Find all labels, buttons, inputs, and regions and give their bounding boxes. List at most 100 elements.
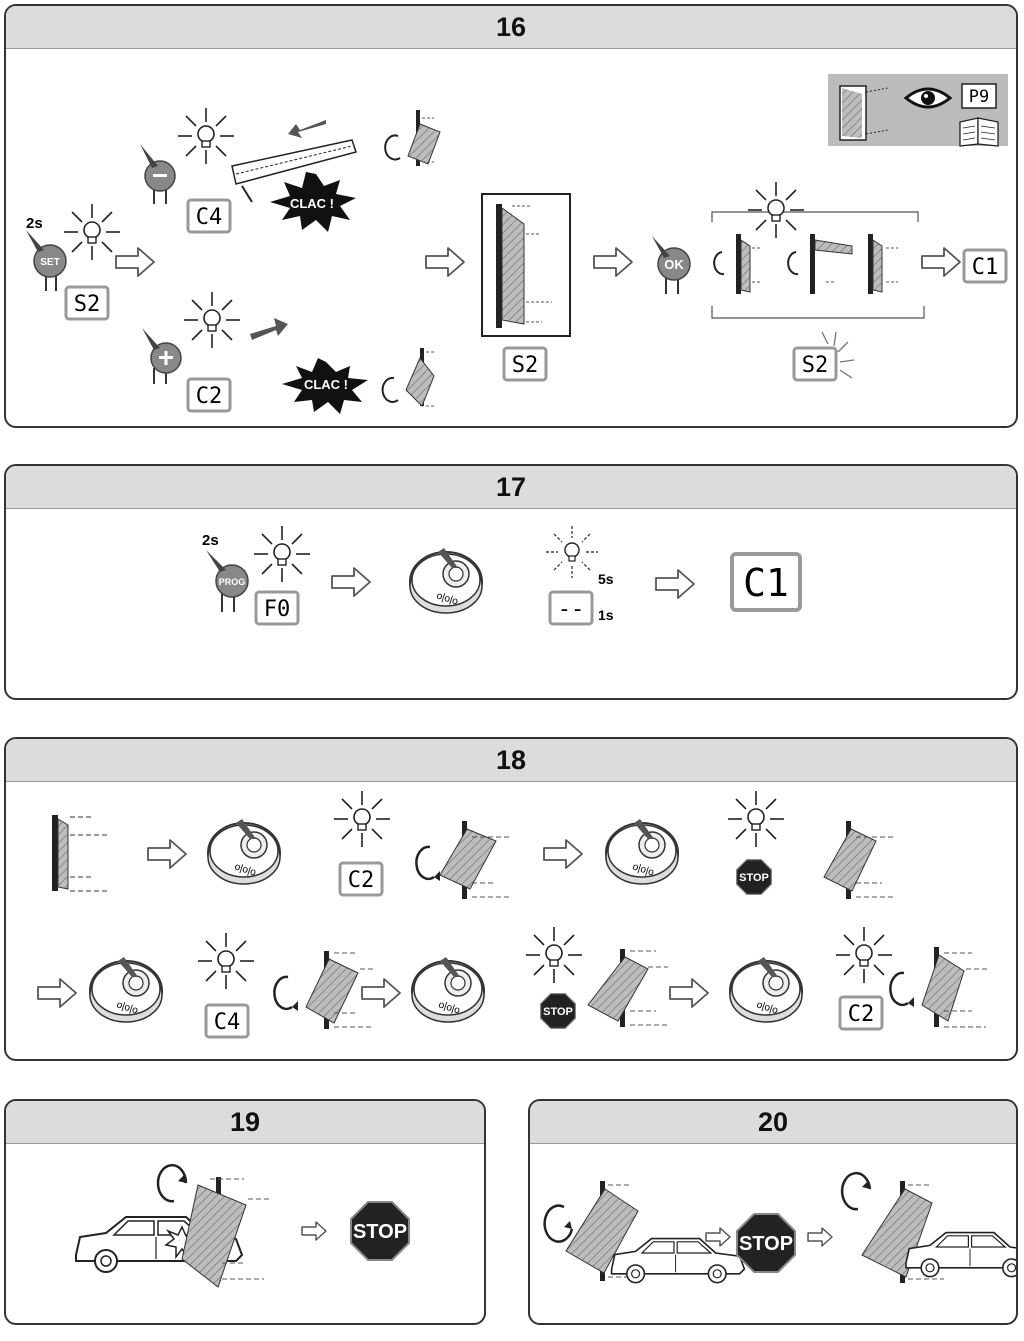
eye-icon [903, 87, 953, 109]
svg-text:--: -- [558, 597, 585, 622]
lamp-flashing-icon [546, 526, 598, 578]
lamp-icon [525, 926, 583, 984]
gate-stopped-icon [823, 821, 894, 899]
panel-17: 17 2s PROG F0 5s -- [4, 464, 1018, 700]
arrow-right-icon [37, 978, 77, 1008]
svg-text:F0: F0 [264, 597, 291, 622]
flash-duration-5s: 5s [598, 571, 614, 587]
car-icon [905, 1231, 1016, 1278]
remote-control-icon [411, 956, 485, 1023]
arrow-right-icon [921, 247, 961, 277]
lcd-s2-flashing: S2 [792, 331, 855, 382]
stop-sign-icon: STOP [736, 1213, 796, 1273]
panel-17-illustration: 2s PROG F0 5s -- 1s [202, 525, 802, 626]
arrow-right-icon [331, 567, 371, 597]
lcd-s2: S2 [502, 346, 548, 382]
lcd-c4: C4 [186, 198, 232, 234]
page-ref-badge: P9 [961, 83, 997, 109]
lamp-icon [333, 790, 391, 848]
panel-16-number: 16 [6, 6, 1016, 49]
svg-text:C4: C4 [214, 1010, 241, 1035]
arrow-right-icon [705, 1227, 731, 1247]
lcd-c4: C4 [204, 1003, 250, 1039]
gate-opening-icon [415, 821, 512, 899]
panel-16: 16 2s SET S2 C4 [4, 4, 1018, 428]
lcd-f0: F0 [254, 590, 300, 626]
arrow-right-icon [115, 247, 155, 277]
gate-seq-2 [787, 234, 853, 294]
rail-mechanism [231, 120, 357, 203]
lcd-c1: C1 [962, 248, 1008, 284]
motion-arrow-icon [250, 318, 288, 340]
panel-19: 19 STOP [4, 1099, 486, 1325]
prog-button: PROG [206, 550, 249, 612]
panel-18-number: 18 [6, 739, 1016, 782]
panel-20-illustration: STOP [543, 1171, 1016, 1284]
clac-burst-2: CLAC ! [282, 358, 368, 414]
svg-text:C1: C1 [972, 255, 999, 280]
prog-label: PROG [219, 577, 246, 587]
lcd-c1-large: C1 [730, 552, 802, 612]
lcd-c2: C2 [186, 377, 232, 413]
panel-19-illustration: STOP [75, 1163, 410, 1288]
stop-sign-icon: STOP [350, 1201, 410, 1261]
panel-17-number: 17 [6, 466, 1016, 509]
stop-label: STOP [543, 1006, 573, 1018]
arrow-right-icon [807, 1227, 833, 1247]
arrow-right-icon [425, 247, 465, 277]
gate-seq-3 [868, 234, 898, 294]
panel-19-number: 19 [6, 1101, 484, 1144]
lamp-icon [177, 107, 235, 165]
stop-label: STOP [739, 1233, 793, 1255]
arrow-right-icon [301, 1221, 327, 1241]
lcd-c2: C2 [838, 995, 884, 1031]
remote-control-icon [409, 547, 483, 614]
gate-closing-icon [384, 110, 441, 166]
clac-text: CLAC ! [304, 377, 348, 392]
auto-learn-sequence [711, 211, 925, 319]
lamp-icon [197, 932, 255, 990]
closed-gate-box [481, 193, 571, 337]
svg-text:C2: C2 [196, 384, 223, 409]
remote-control-icon [729, 956, 803, 1023]
stop-sign-icon: STOP [735, 858, 773, 896]
gate-closing-on-car-icon [543, 1181, 642, 1281]
arrow-right-icon [361, 978, 401, 1008]
car-icon [610, 1237, 746, 1284]
lcd-c2: C2 [338, 861, 384, 897]
gate-seq-1 [713, 234, 762, 294]
panel-20: 20 STOP [528, 1099, 1018, 1325]
lamp-icon [183, 291, 241, 349]
set-hold-time: 2s [26, 215, 43, 232]
svg-text:C2: C2 [848, 1002, 875, 1027]
prog-hold-time: 2s [202, 532, 219, 549]
lamp-icon [747, 181, 805, 239]
remote-control-icon [207, 818, 281, 885]
flash-duration-1s: 1s [598, 607, 614, 623]
lamp-icon [835, 926, 893, 984]
reference-box: P9 [828, 74, 1008, 147]
panel-18-illustration: C2 STOP C4 [37, 790, 990, 1039]
svg-text:S2: S2 [512, 353, 539, 378]
svg-text:S2: S2 [802, 353, 829, 378]
set-button: SET [26, 230, 67, 291]
gate-reopening-icon [840, 1171, 944, 1283]
arrow-right-icon [655, 569, 695, 599]
remote-control-icon [89, 956, 163, 1023]
gate-opening-icon [381, 348, 436, 407]
manual-book-icon [959, 117, 999, 147]
gate-hit-icon [156, 1163, 270, 1288]
panel-18: 18 C2 STOP [4, 737, 1018, 1061]
lcd-s2: S2 [64, 285, 110, 321]
stop-label: STOP [739, 872, 769, 884]
clac-text: CLAC ! [290, 196, 334, 211]
svg-text:C1: C1 [743, 561, 789, 605]
arrow-right-icon [593, 247, 633, 277]
panel-20-number: 20 [530, 1101, 1016, 1144]
ok-label: OK [664, 257, 684, 272]
arrow-right-icon [669, 978, 709, 1008]
gate-opening-icon [889, 947, 990, 1028]
lamp-icon [63, 203, 121, 261]
arrow-right-icon [543, 839, 583, 869]
lamp-icon [253, 525, 311, 583]
